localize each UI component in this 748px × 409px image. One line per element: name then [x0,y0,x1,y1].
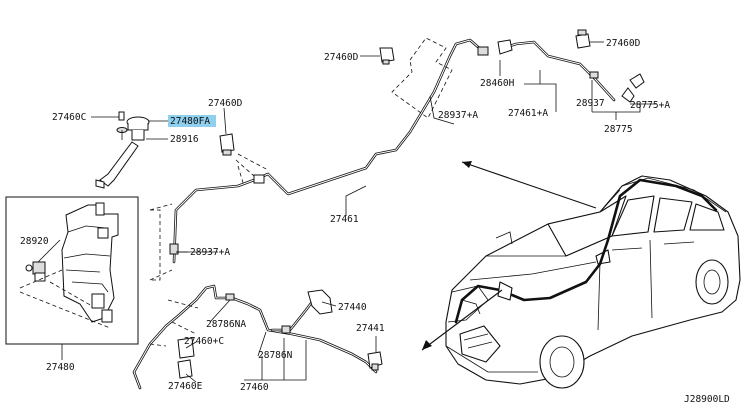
clip-27460D-right [575,29,591,49]
label-28460H: 28460H [480,78,515,89]
label-27480: 27480 [46,362,75,373]
label-27460: 27460 [240,382,269,393]
label-27460C: 27460+C [184,336,224,347]
label-27460C: 27460C [52,112,86,123]
clip-27460D-top [379,47,395,65]
label-28937: 28937 [576,98,605,109]
label-28786NA: 28786NA [206,319,246,330]
diagram-code: J28900LD [684,394,730,405]
label-27480FA: 27480FA [170,116,210,127]
label-27461A: 27461+A [508,108,548,119]
label-28937A: 28937+A [190,247,230,258]
washer-tank-assembly [5,196,139,360]
label-28937A: 28937+A [438,110,478,121]
label-27441: 27441 [356,323,385,334]
label-27460D: 27460D [324,52,359,63]
washer-hose-27461 [149,37,489,281]
washer-hose-27460 [132,284,383,390]
washer-hose-rear [497,39,645,103]
label-28916: 28916 [170,134,199,145]
label-28775: 28775 [604,124,633,135]
filler-neck [91,111,168,189]
label-27460E: 27460E [168,381,203,392]
callout-labels: 27460D 27460D 27460D 27460C 27480FA 2891… [20,38,730,405]
vehicle-illustration [421,161,741,389]
label-27461: 27461 [330,214,359,225]
label-28920: 28920 [20,236,49,247]
label-28786N: 28786N [258,350,293,361]
label-27440: 27440 [338,302,367,313]
clip-27460D-mid [219,133,235,156]
label-28775A: 28775+A [630,100,670,111]
label-27460D: 27460D [208,98,243,109]
leader-lines [37,41,656,383]
highlight-27480FA [168,115,216,127]
label-27460D: 27460D [606,38,641,49]
